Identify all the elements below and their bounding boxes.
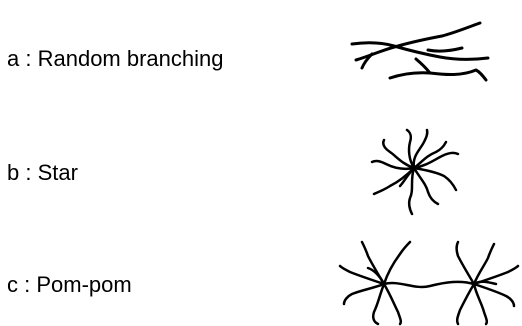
label-star: b : Star	[7, 160, 78, 186]
row-star: b : Star	[0, 146, 522, 196]
label-letter: c	[7, 272, 18, 297]
label-letter: a	[7, 46, 19, 71]
row-pom-pom: c : Pom-pom	[0, 264, 522, 314]
label-name: Random branching	[38, 46, 224, 71]
label-separator: :	[18, 272, 36, 297]
pom-pom-polymer-icon	[338, 240, 520, 326]
label-separator: :	[19, 160, 37, 185]
random-branching-polymer-icon	[350, 20, 490, 100]
label-pom-pom: c : Pom-pom	[7, 272, 132, 298]
label-separator: :	[19, 46, 37, 71]
label-name: Pom-pom	[36, 272, 131, 297]
label-name: Star	[38, 160, 78, 185]
label-letter: b	[7, 160, 19, 185]
row-random-branching: a : Random branching	[0, 40, 522, 90]
star-polymer-icon	[364, 126, 464, 218]
label-random-branching: a : Random branching	[7, 46, 224, 72]
